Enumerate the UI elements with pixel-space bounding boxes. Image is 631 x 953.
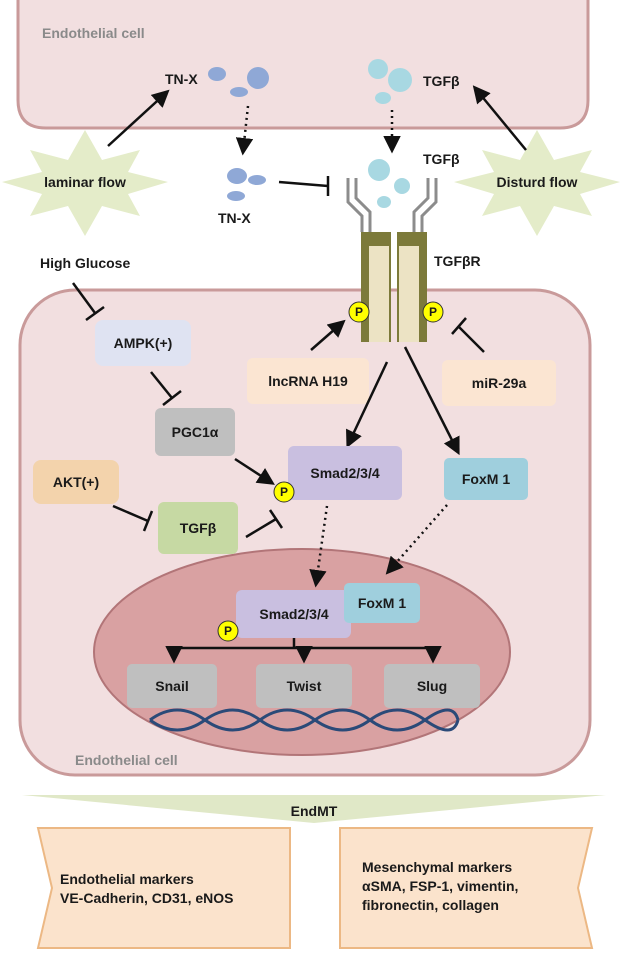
- pgc1a-to-smad-arrow: [234, 457, 275, 485]
- svg-text:P: P: [280, 485, 288, 499]
- akt-box: [33, 460, 119, 504]
- smad-cyto-phospho: [273, 481, 295, 503]
- foxm1-nuc-box: [344, 583, 420, 623]
- glucose-inhibits-ampk: [71, 282, 97, 314]
- mesenchymal-markers-title: Mesenchymal markers: [362, 859, 512, 875]
- slug-box: [384, 664, 480, 708]
- akt-inhibits-tgfb: [112, 504, 149, 523]
- mir29a-inhibits-receptor: [457, 325, 485, 353]
- tnx-bottom-label: TN-X: [218, 210, 251, 226]
- twist-box: [256, 664, 352, 708]
- ampk-label: AMPK(+): [114, 335, 173, 351]
- foxm1-cyto-label: FoxM 1: [462, 471, 510, 487]
- lncrna-h19-box: [247, 358, 369, 404]
- tgfb-receptor: [346, 178, 438, 342]
- mesenchymal-markers-line1: αSMA, FSP-1, vimentin,: [362, 878, 518, 894]
- svg-text:P: P: [355, 305, 363, 319]
- tgfb-bottom-molecules: [368, 159, 410, 208]
- disturbed-flow-burst: [454, 130, 620, 236]
- snail-label: Snail: [155, 678, 188, 694]
- svg-text:P: P: [429, 305, 437, 319]
- laminar-flow-label: laminar flow: [44, 174, 126, 190]
- tnx-top-molecules: [208, 67, 269, 97]
- ampk-box: [95, 320, 191, 366]
- smad-nuc-label: Smad2/3/4: [259, 606, 328, 622]
- lncrna-to-receptor-arrow: [310, 319, 346, 351]
- tnx-bottom-molecules: [227, 168, 266, 201]
- endothelial-markers-box: [36, 827, 291, 949]
- tgfb-box-label: TGFβ: [180, 520, 217, 536]
- tnx-inhibits-receptor: [278, 180, 329, 188]
- disturbed-flow-label: Disturd flow: [497, 174, 578, 190]
- smad-translocation-arrow: [309, 505, 329, 588]
- slug-label: Slug: [417, 678, 447, 694]
- smad-cyto-box: [288, 446, 402, 500]
- smad-nuc-box: [236, 590, 351, 638]
- high-glucose-label: High Glucose: [40, 255, 130, 271]
- dna-helix-icon: [149, 708, 460, 732]
- endothelial-markers-title: Endothelial markers: [60, 871, 194, 887]
- smad-nuc-phospho: [217, 620, 239, 642]
- tgfb-bottom-label: TGFβ: [423, 151, 460, 167]
- tgfb-inhibits-smad: [245, 517, 277, 539]
- smad-cyto-label: Smad2/3/4: [310, 465, 379, 481]
- receptor-to-smad-arrow: [346, 361, 389, 449]
- tnx-dotted-arrow: [235, 105, 254, 156]
- tgfb-box: [158, 502, 238, 554]
- tnx-top-label: TN-X: [165, 71, 198, 87]
- pgc1a-label: PGC1α: [172, 424, 219, 440]
- receptor-label: TGFβR: [434, 253, 481, 269]
- endothelial-markers-list: VE-Cadherin, CD31, eNOS: [60, 890, 234, 906]
- mir29a-label: miR-29a: [472, 375, 527, 391]
- mesenchymal-markers-box: [339, 827, 594, 949]
- akt-label: AKT(+): [53, 474, 99, 490]
- mesenchymal-markers-line2: fibronectin, collagen: [362, 897, 499, 913]
- endmt-chevron: [22, 795, 606, 823]
- foxm1-cyto-box: [444, 458, 528, 500]
- laminar-flow-burst: [2, 130, 168, 236]
- lncrna-h19-label: lncRNA H19: [268, 373, 348, 389]
- top-cell-membrane: [16, 0, 590, 130]
- svg-text:P: P: [224, 624, 232, 638]
- endmt-label: EndMT: [291, 803, 338, 819]
- laminar-to-tnx-arrow: [107, 89, 170, 147]
- mir29a-box: [442, 360, 556, 406]
- snail-box: [127, 664, 217, 708]
- tgfb-top-molecules: [368, 59, 412, 104]
- tgfb-top-label: TGFβ: [423, 73, 460, 89]
- transcription-bracket: [165, 638, 442, 664]
- receptor-phospho-left: [348, 301, 370, 323]
- receptor-phospho-right: [422, 301, 444, 323]
- twist-label: Twist: [287, 678, 322, 694]
- foxm1-nuc-label: FoxM 1: [358, 595, 406, 611]
- ampk-inhibits-pgc1a: [150, 371, 173, 399]
- bottom-cell-label: Endothelial cell: [75, 752, 178, 768]
- pgc1a-box: [155, 408, 235, 456]
- top-cell-label: Endothelial cell: [42, 25, 145, 41]
- disturbed-to-tgfb-arrow: [472, 85, 527, 151]
- receptor-to-foxm1-arrow: [403, 346, 460, 456]
